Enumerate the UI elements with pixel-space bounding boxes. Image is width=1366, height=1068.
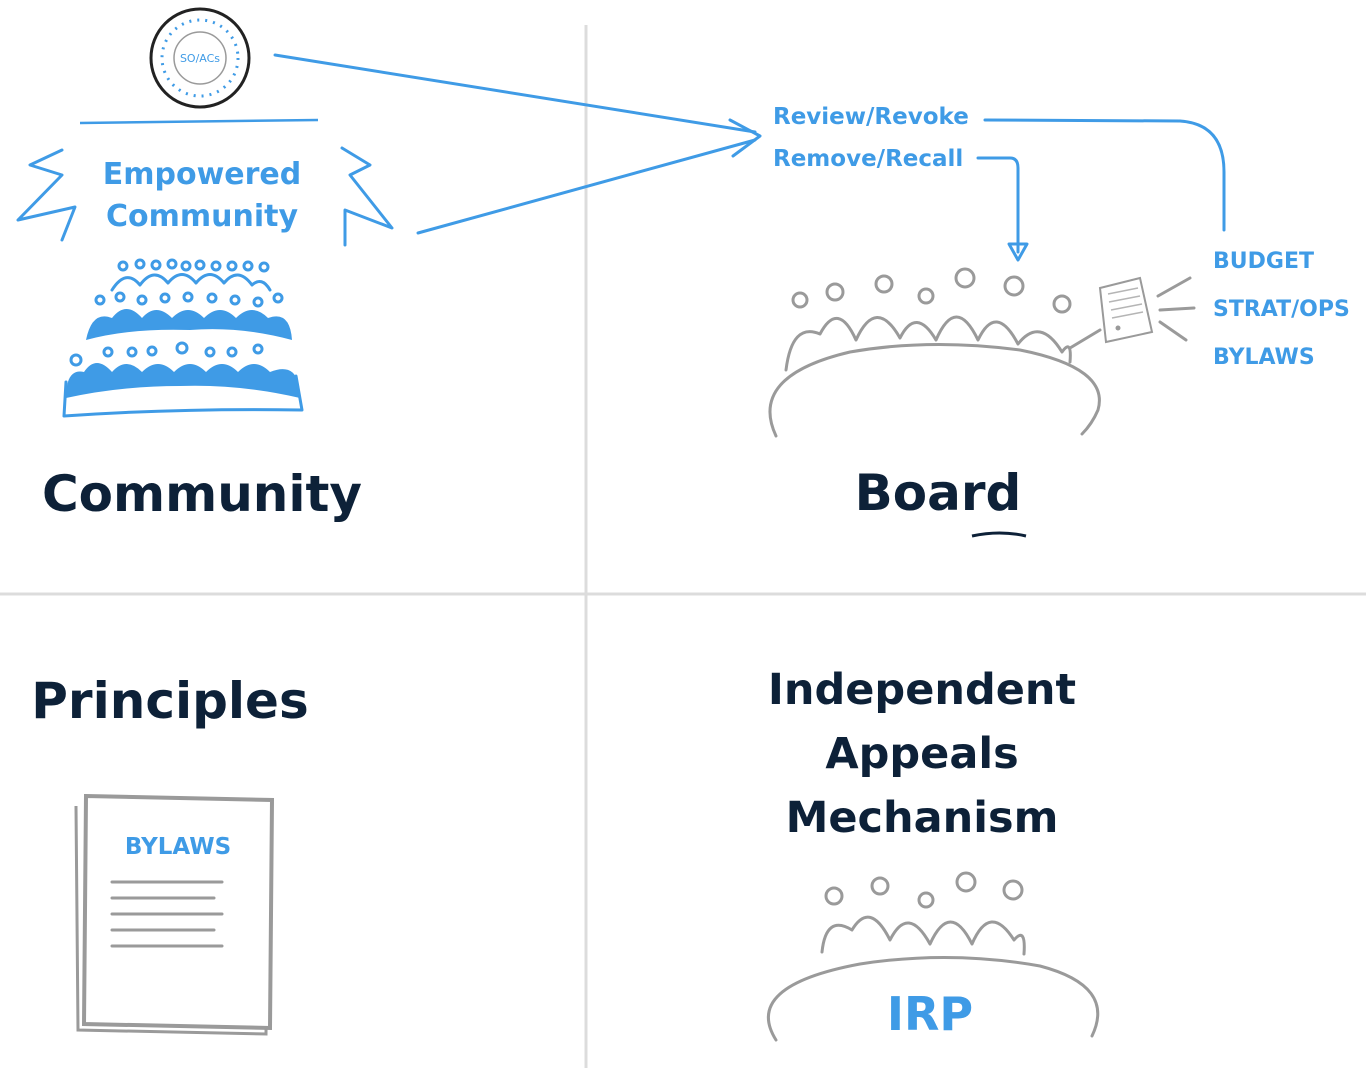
appeals-title-line1: Independent	[768, 665, 1076, 715]
principles-quadrant: Principles BYLAWS	[31, 672, 309, 1036]
arrow-from-badge	[273, 53, 757, 134]
crowd-icon	[62, 258, 304, 418]
community-quadrant: SO/ACs Empowered Community	[16, 7, 394, 523]
empowered-label-line1: Empowered	[103, 157, 302, 192]
board-title-underline	[971, 531, 1027, 538]
principles-title: Principles	[31, 672, 308, 730]
review-revoke-connector	[983, 118, 1226, 232]
empowered-label-line2: Community	[106, 199, 298, 234]
appeals-title-line3: Mechanism	[786, 793, 1059, 843]
community-title: Community	[42, 465, 362, 523]
appeals-quadrant: Independent Appeals Mechanism IRP	[766, 665, 1100, 1042]
empowerment-arrows	[273, 53, 762, 235]
badge-underline	[79, 118, 319, 125]
document-sheet-icon	[1068, 276, 1196, 350]
board-table-icon	[768, 267, 1101, 438]
arrow-head-icon	[728, 118, 762, 158]
so-ac-badge-icon: SO/ACs	[149, 7, 251, 109]
bylaws-document-label: BYLAWS	[125, 834, 231, 860]
irp-label: IRP	[887, 987, 973, 1041]
board-power-remove-recall: Remove/Recall	[773, 146, 963, 172]
bylaws-document-icon: BYLAWS	[74, 793, 275, 1036]
burst-left-icon	[16, 148, 77, 242]
board-doc-budget: BUDGET	[1213, 249, 1314, 274]
board-doc-bylaws: BYLAWS	[1213, 345, 1315, 370]
remove-recall-connector	[976, 156, 1020, 254]
board-quadrant: Review/Revoke Remove/Recall BUDGET STRAT…	[768, 104, 1350, 538]
arrow-from-community	[416, 138, 757, 235]
board-title: Board	[855, 464, 1022, 522]
down-arrow-icon	[1007, 242, 1029, 262]
so-ac-badge-label: SO/ACs	[180, 52, 220, 65]
appeals-title-line2: Appeals	[825, 729, 1018, 779]
irp-table-icon: IRP	[766, 871, 1100, 1042]
board-power-review-revoke: Review/Revoke	[773, 104, 969, 130]
burst-right-icon	[340, 146, 394, 247]
board-doc-strat-ops: STRAT/OPS	[1213, 297, 1350, 322]
